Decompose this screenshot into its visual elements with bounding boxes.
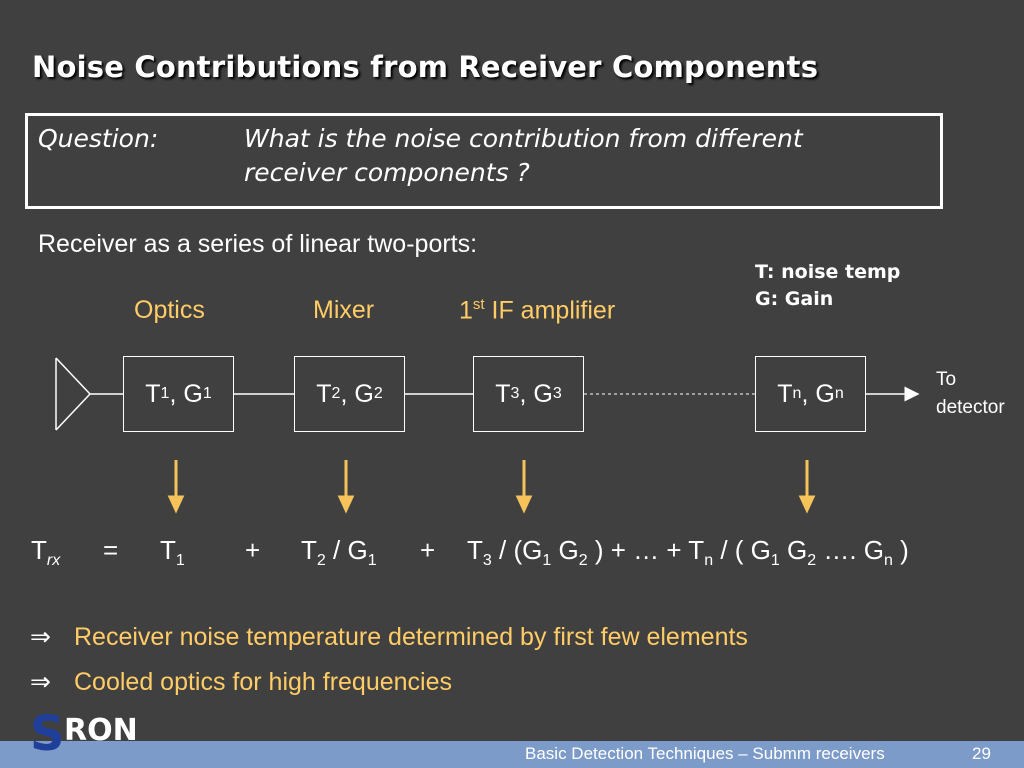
legend-noise-temp: T: noise temp [755, 261, 901, 283]
block-n-t: T [777, 379, 793, 408]
block-n-t-index: n [792, 385, 802, 402]
formula-t1: T [160, 535, 176, 565]
slide-title: Noise Contributions from Receiver Compon… [32, 50, 819, 84]
block-2-t: T [316, 379, 332, 408]
sron-logo: S RON [30, 706, 138, 756]
block-2-t-index: 2 [331, 385, 341, 402]
to-detector-label: To detector [936, 366, 1005, 422]
formula-t2: T [301, 535, 317, 565]
block-1-sep: , [169, 379, 184, 408]
to-detector-line-2: detector [936, 397, 1005, 418]
formula-tn-subscript: n [704, 552, 714, 570]
formula-t3: T [467, 535, 483, 565]
formula-t2-div: / G [325, 535, 368, 565]
block-3-g-index: 3 [552, 385, 562, 402]
formula-plus-2: + [420, 535, 436, 565]
formula-trx-subscript: rx [46, 552, 61, 570]
formula-trx: Trx [31, 535, 60, 570]
antenna-icon [55, 357, 92, 431]
if-number: 1 [459, 296, 473, 325]
block-1-g-index: 1 [202, 385, 212, 402]
formula-term-2: T2 / G1 [301, 535, 377, 570]
implies-arrow-icon: ⇒ [30, 622, 51, 651]
block-n-sep: , [801, 379, 816, 408]
question-text-line-2: receiver components ? [244, 158, 530, 187]
down-arrow-n [798, 460, 816, 514]
conclusion-bullet-2: ⇒ Cooled optics for high frequencies [30, 667, 452, 697]
bullet-1-text: Receiver noise temperature determined by… [74, 623, 748, 651]
block-1-t: T [145, 379, 161, 408]
block-2-g: G [354, 379, 374, 408]
down-arrow-3 [515, 460, 533, 514]
intro-text: Receiver as a series of linear two-ports… [38, 230, 478, 258]
block-1-t-index: 1 [160, 385, 170, 402]
legend-gain: G: Gain [755, 288, 834, 310]
formula-tn-g2: 2 [807, 552, 817, 570]
block-3-sep: , [519, 379, 534, 408]
formula-tn-open: / ( G [713, 535, 771, 565]
formula-t3-g: G [551, 535, 579, 565]
formula-tn-g1: 1 [770, 552, 780, 570]
formula-term-1: T1 [160, 535, 185, 570]
block-3-t: T [495, 379, 511, 408]
formula-plus-1: + [245, 535, 261, 565]
block-n-g: G [815, 379, 835, 408]
conclusion-bullet-1: ⇒ Receiver noise temperature determined b… [30, 622, 748, 652]
if-name: IF amplifier [484, 296, 616, 325]
formula-tn-dots: …. G [816, 535, 885, 565]
formula-t2-g-subscript: 1 [367, 552, 377, 570]
block-3-t-index: 3 [510, 385, 520, 402]
to-detector-line-1: To [936, 369, 957, 390]
down-arrow-2 [337, 460, 355, 514]
formula-equals: = [103, 535, 119, 565]
question-text-line-1: What is the noise contribution from diff… [244, 124, 803, 153]
down-arrow-1 [167, 460, 185, 514]
formula-t3-open: / (G [491, 535, 543, 565]
if-ordinal: st [472, 296, 485, 313]
formula-t3-close: ) + … + T [587, 535, 705, 565]
block-n-g-index: n [834, 385, 844, 402]
footer-bar [0, 741, 1024, 768]
footer-course-title: Basic Detection Techniques – Submm recei… [525, 744, 885, 763]
stage-label-if-amplifier: 1st IF amplifier [459, 296, 615, 325]
implies-arrow-icon: ⇒ [30, 667, 51, 696]
bullet-2-text: Cooled optics for high frequencies [74, 668, 453, 696]
formula-tn-g: G [779, 535, 808, 565]
stage-label-mixer: Mixer [313, 296, 375, 324]
page-number: 29 [972, 744, 991, 763]
block-3-g: G [533, 379, 553, 408]
stage-label-optics: Optics [134, 296, 205, 324]
block-1-g: G [183, 379, 203, 408]
formula-trx-t: T [31, 535, 47, 565]
formula-t1-subscript: 1 [175, 552, 185, 570]
formula-t3-subscript: 3 [482, 552, 492, 570]
formula-t2-subscript: 2 [316, 552, 326, 570]
block-2-g-index: 2 [373, 385, 383, 402]
formula-term-3-and-n: T3 / (G1 G2 ) + … + Tn / ( G1 G2 …. Gn ) [467, 535, 909, 570]
formula-tn-close: ) [892, 535, 909, 565]
formula-t3-g1: 1 [542, 552, 552, 570]
block-2-sep: , [340, 379, 355, 408]
formula-t3-g2: 2 [578, 552, 588, 570]
legend: T: noise temp G: Gain [755, 259, 900, 313]
question-label: Question: [38, 124, 159, 153]
formula-tn-gn: n [884, 552, 893, 570]
svg-text:RON: RON [64, 713, 138, 748]
svg-text:S: S [30, 706, 65, 756]
question-box: Question: What is the noise contribution… [25, 113, 943, 209]
